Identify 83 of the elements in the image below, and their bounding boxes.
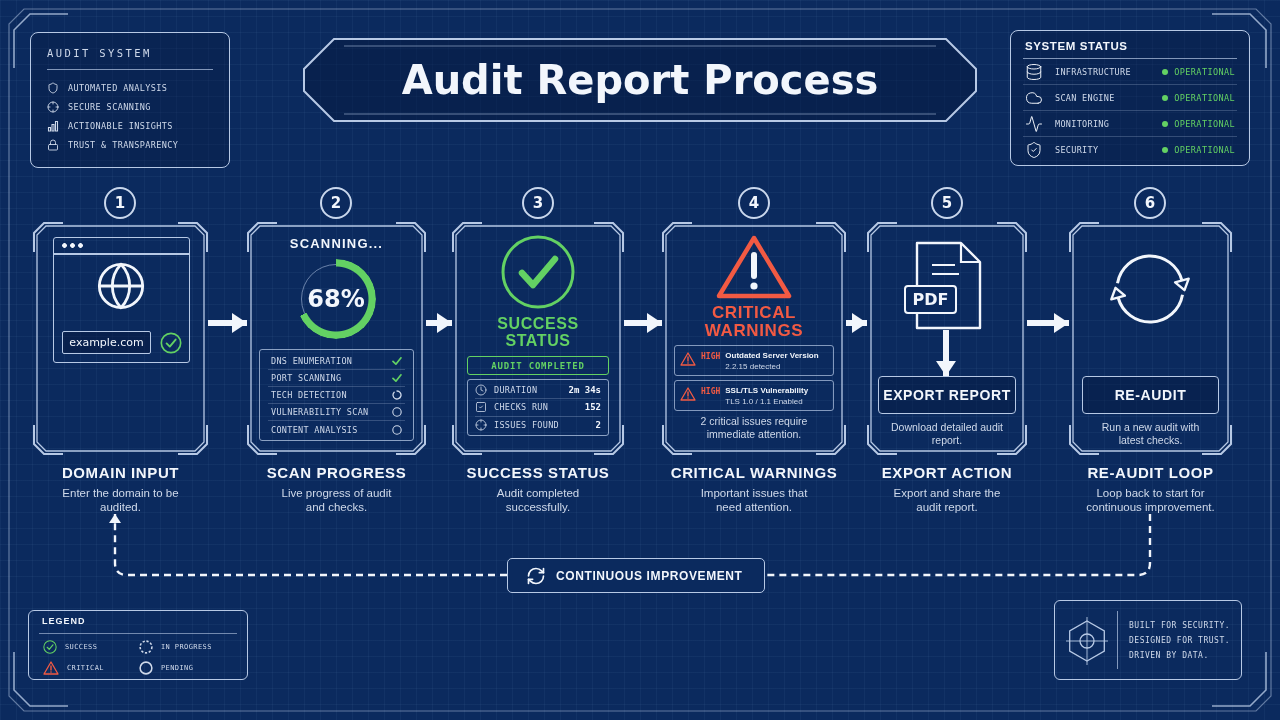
tagline-text: DRIVEN BY DATA. [1129,650,1209,662]
service-name: SECURITY [1055,145,1100,155]
action-button: RE-AUDIT [1082,376,1219,414]
arrow [846,313,867,333]
card-note: 2 critical issues require immediate attention. [699,415,809,441]
service-name: MONITORING [1055,118,1111,129]
stat-value: 2m 34s [568,385,601,396]
status-heading: SUCCESS STATUS [497,315,579,349]
stat-label: CHECKS RUN [494,402,550,413]
step-description: Audit completed successfully. [495,486,581,514]
feature-label: SECURE SCANNING [68,101,151,112]
tagline-text: BUILT FOR SECURITY. [1129,620,1230,632]
callout-text: CONTINUOUS IMPROVEMENT [556,568,743,583]
dashed-connector [109,514,507,577]
feature-label: AUTOMATED ANALYSIS [68,82,168,93]
status-value: OPERATIONAL [1174,145,1235,155]
status-value: OPERATIONAL [1174,118,1235,129]
step-title: SUCCESS STATUS [466,464,610,482]
progress-ring: 68% [296,259,376,339]
check-item-label: TECH DETECTION [271,390,347,400]
service-name: SCAN ENGINE [1055,92,1116,103]
panel-heading: SYSTEM STATUS [1024,39,1128,53]
scan-status-label: SCANNING... [289,236,384,251]
stat-value: 2 [595,420,601,431]
check-item-label: PORT SCANNING [271,373,342,383]
step-title: RE-AUDIT LOOP [1087,464,1214,482]
arrow [208,313,247,333]
warning-heading: CRITICAL WARNINGS [704,304,804,340]
step-number: 4 [738,187,770,219]
stat-label: ISSUES FOUND [494,420,560,431]
step-description: Export and share the audit report. [892,486,1002,514]
severity-label: HIGH [701,386,721,397]
warning-title: Outdated Server Version [725,350,819,361]
panel-subtitle: AUDIT SYSTEM [47,47,152,60]
arrow [426,313,452,333]
stat-value: 152 [584,402,601,413]
domain-input-field: example.com [62,331,151,354]
legend-title: LEGEND [42,616,86,627]
feature-label: ACTIONABLE INSIGHTS [68,120,173,131]
step-title: EXPORT ACTION [881,464,1013,482]
step-description: Live progress of audit and checks. [280,486,393,514]
dashed-connector [765,514,1152,577]
step-title: CRITICAL WARNINGS [670,464,838,482]
arrow [624,313,662,333]
stat-label: DURATION [494,385,539,396]
card-note: Run a new audit with latest checks. [1100,421,1201,447]
warning-title: SSL/TLS Vulnerability [725,385,809,396]
card-note: Download detailed audit report. [889,421,1005,447]
checklist-panel [259,349,414,441]
arrow [1027,313,1069,333]
feature-panel [30,32,230,168]
step-number: 3 [522,187,554,219]
warning-detail: 2.2.15 detected [725,361,782,372]
feature-label: TRUST & TRANSPARENCY [68,139,179,150]
step-number: 2 [320,187,352,219]
step-number: 1 [104,187,136,219]
diagram-title: Audit Report Process [401,56,879,104]
service-name: INFRASTRUCTURE [1055,66,1132,77]
status-panel [1010,30,1250,166]
arrow [936,330,956,376]
step-title: DOMAIN INPUT [61,464,180,482]
callout-box [507,558,765,593]
status-banner: AUDIT COMPLETED [467,356,609,375]
step-number: 5 [931,187,963,219]
tagline-panel [1054,600,1242,680]
check-item-label: CONTENT ANALYSIS [271,424,358,435]
step-description: Important issues that need attention. [699,486,809,514]
severity-label: HIGH [701,351,721,362]
step-description: Enter the domain to be audited. [61,486,180,514]
check-item-label: DNS ENUMERATION [271,356,353,366]
warning-card [674,345,834,376]
action-button: EXPORT REPORT [878,376,1016,414]
file-type-tag: PDF [904,285,957,314]
step-number: 6 [1134,187,1166,219]
warning-card [674,380,834,411]
status-value: OPERATIONAL [1174,66,1235,77]
tagline-text: DESIGNED FOR TRUST. [1129,635,1230,647]
status-value: OPERATIONAL [1174,92,1235,103]
step-title: SCAN PROGRESS [266,464,407,482]
warning-detail: TLS 1.0 / 1.1 Enabled [725,396,804,407]
stats-panel [467,379,609,436]
step-description: Loop back to start for continuous improvement. [1085,486,1216,514]
check-item-label: VULNERABILITY SCAN [271,407,369,417]
